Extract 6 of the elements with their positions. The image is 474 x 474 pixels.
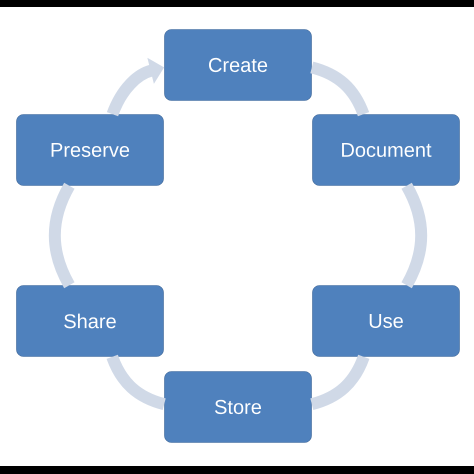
process-box: Create xyxy=(164,29,312,101)
process-box: Use xyxy=(312,285,460,357)
process-box: Share xyxy=(16,285,164,357)
process-box: Document xyxy=(312,114,460,186)
process-box: Preserve xyxy=(16,114,164,186)
process-box: Store xyxy=(164,371,312,443)
